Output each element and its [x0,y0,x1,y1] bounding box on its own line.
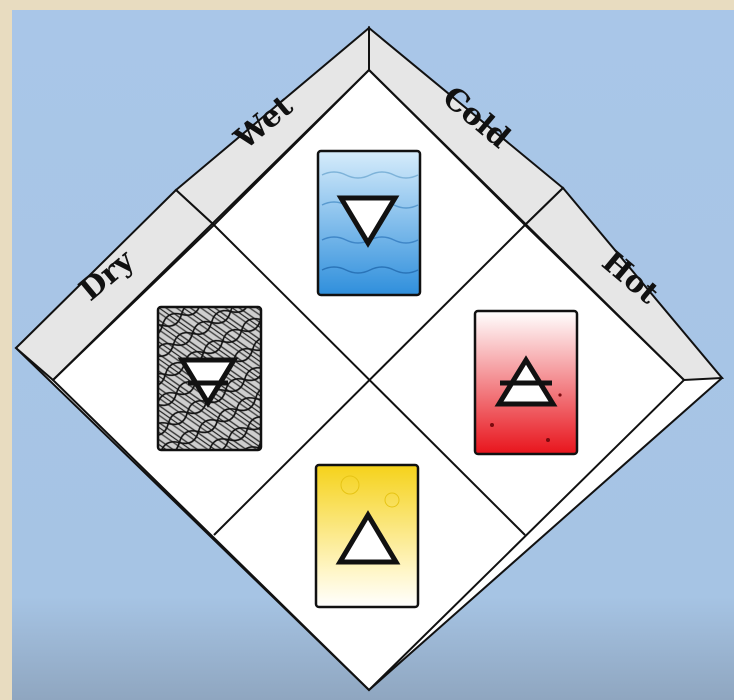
fire-card [316,465,418,607]
earth-card [158,307,261,450]
air-card [475,311,577,454]
water-card [318,151,420,295]
